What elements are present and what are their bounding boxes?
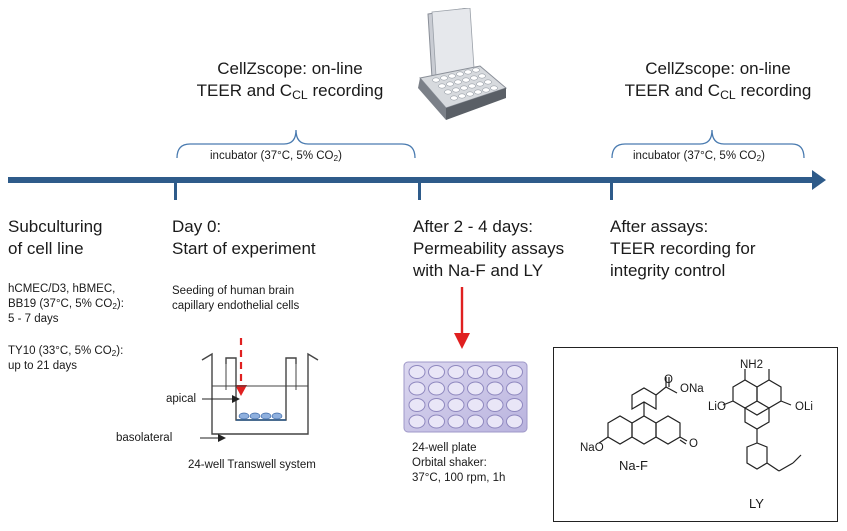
plate-well [408,365,426,379]
naf-nao-label: NaO [580,442,604,454]
cell-line-details: hCMEC/D3, hBMEC, BB19 (37°C, 5% CO2): 5 … [8,283,124,372]
bracket-left [176,129,416,159]
basolateral-label: basolateral [116,432,173,444]
cellzscope-device-illustration [418,8,508,120]
plate-well [447,381,465,396]
step-day0: Day 0:Start of experiment [172,217,316,258]
transwell-illustration [200,338,319,442]
plate-well [486,365,504,379]
tick-day0 [174,183,177,200]
naf-name: Na-F [619,458,648,473]
ly-nh2-label: NH2 [740,359,764,371]
incubator-left-label: incubator (37°C, 5% CO2) [210,150,342,164]
plate-well [447,398,465,412]
plate-well [467,398,484,412]
naf-o2-label: O [689,438,698,450]
tick-assays [418,183,421,200]
transwell-caption: 24-well Transwell system [188,459,316,471]
timeline-graphics [8,129,826,200]
apical-label: apical [166,393,197,405]
plate-well [486,381,504,396]
timeline-bar [8,177,813,183]
header-left-line1: CellZscope: on-line [217,59,363,78]
plate-well [486,414,504,429]
incubator-right-label: incubator (37°C, 5% CO2) [633,150,765,164]
plate-well [486,398,504,412]
plate-well [428,398,445,412]
plate-well [428,365,445,379]
well-plate-image [403,361,528,433]
plate-well [408,381,426,396]
header-left-line2: TEER and CCL recording [196,81,384,103]
ly-oli-label: OLi [795,401,813,413]
naf-o-label: O [664,374,673,386]
plate-well [506,365,523,379]
plate-well [428,381,445,396]
header-right-line2: TEER and CCL recording [624,81,812,103]
header-right: CellZscope: on-line TEER and CCL recordi… [598,58,838,102]
bracket-right [611,129,805,159]
plate-well [506,381,523,396]
plate-well [506,398,523,412]
ly-lio-label: LiO [708,401,726,413]
red-arrow [454,287,470,349]
structures-drawing [598,369,802,472]
plate-well [467,414,484,429]
plate-well [408,398,426,412]
ly-name: LY [749,496,764,511]
plate-well [428,414,445,429]
plate-well [467,365,484,379]
plate-well [408,414,426,429]
structures-box [553,347,838,522]
timeline-arrowhead [812,170,826,190]
header-left: CellZscope: on-line TEER and CCL recordi… [170,58,410,102]
tick-after [610,183,613,200]
plate-well [447,414,465,429]
header-right-line1: CellZscope: on-line [645,59,791,78]
plate-well [506,414,523,429]
plate-well [467,381,484,396]
naf-ona-label: ONa [680,383,704,395]
plate-well [447,365,465,379]
